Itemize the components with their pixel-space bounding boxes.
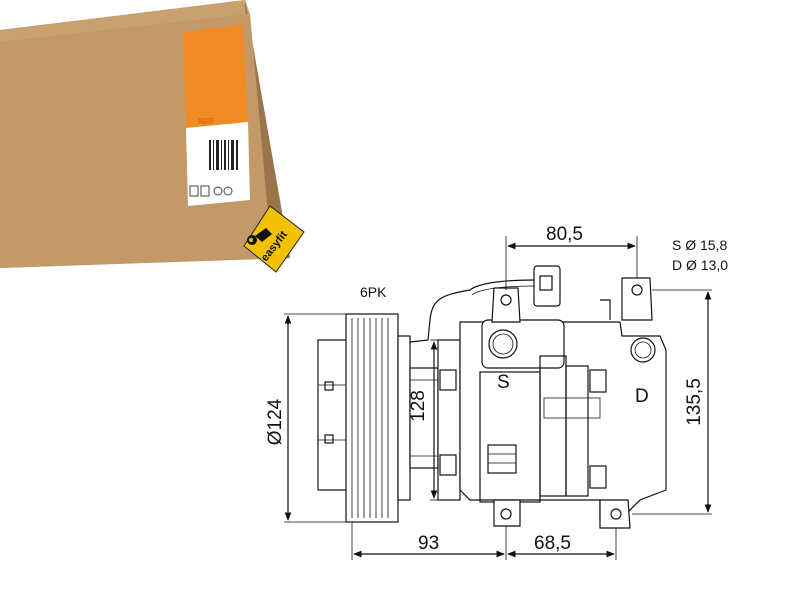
electrical-connector (409, 265, 561, 343)
dim-total-height: 135,5 (684, 378, 705, 426)
suction-port-label: S (497, 372, 510, 393)
box-logo: NRF (198, 117, 215, 126)
dim-right-width: 68,5 (534, 533, 571, 554)
product-box: NRF (0, 0, 290, 268)
dim-body-height: 128 (408, 390, 429, 422)
barcode (208, 138, 240, 172)
discharge-spec: D Ø 13,0 (672, 257, 728, 273)
wrench-icon (247, 228, 272, 245)
discharge-port-label: D (635, 386, 649, 407)
easyfit-badge: easyfit (243, 205, 305, 273)
mounting-ears (491, 277, 653, 529)
front-housing (409, 339, 461, 501)
technical-drawing: 80,5 Ø124 128 135,5 93 68,5 6PK S D S Ø … (265, 224, 728, 560)
pulley (317, 313, 411, 523)
compressor-body (459, 299, 667, 521)
certification-marks (189, 185, 233, 197)
box-orange-stripe (183, 24, 248, 128)
dim-pulley-diameter: Ø124 (265, 398, 286, 445)
dim-left-width: 93 (418, 533, 439, 554)
belt-label: 6PK (360, 284, 387, 300)
suction-spec: S Ø 15,8 (672, 237, 727, 253)
dim-top-width: 80,5 (546, 224, 583, 245)
dimension-lines (284, 236, 712, 560)
